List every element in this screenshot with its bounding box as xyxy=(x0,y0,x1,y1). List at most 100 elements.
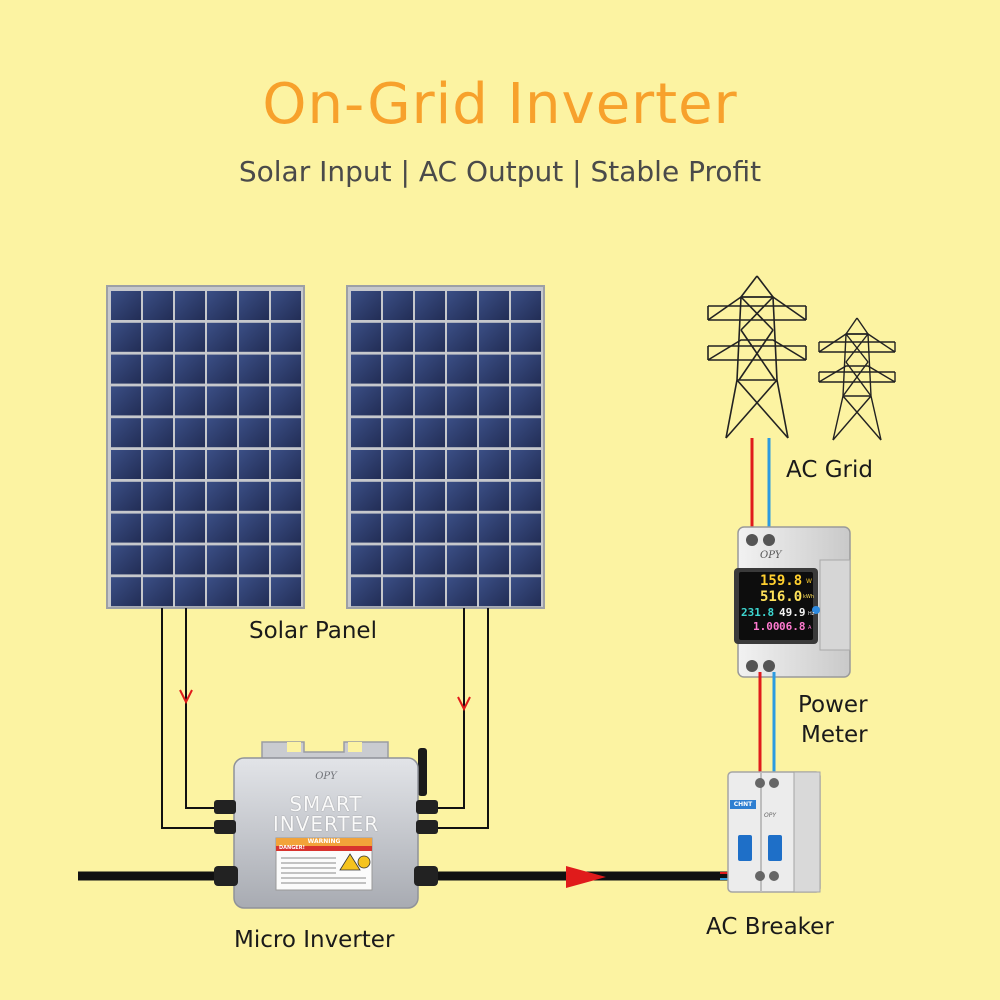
solar-panel-left-cell xyxy=(207,545,237,575)
solar-panel-left-cell xyxy=(143,322,173,352)
solar-panel-right-cell xyxy=(383,513,413,543)
label-ac-grid: AC Grid xyxy=(786,457,873,483)
solar-panel-left-cell xyxy=(175,354,205,384)
solar-panel-right-cell xyxy=(415,322,445,352)
meter-current-value: 06.8 xyxy=(779,620,806,633)
solar-panel-right-cell xyxy=(351,354,381,384)
solar-panel-left-cell xyxy=(239,481,269,511)
label-ac-breaker: AC Breaker xyxy=(706,914,834,940)
solar-panel-right-cell xyxy=(351,513,381,543)
solar-panel-left-cell xyxy=(239,450,269,479)
solar-panel-right-cell xyxy=(447,545,477,575)
solar-panel-right-cell xyxy=(351,481,381,511)
page-title: On-Grid Inverter xyxy=(262,72,738,137)
solar-panel-left-cell xyxy=(239,513,269,543)
solar-panel-left-cell xyxy=(271,291,301,320)
solar-panel-right-cell xyxy=(351,418,381,448)
solar-panel-right-cell xyxy=(447,450,477,479)
solar-panel-left-cell xyxy=(111,386,141,416)
inverter-brand: OPY xyxy=(315,771,337,782)
solar-panel-right-cell xyxy=(415,481,445,511)
solar-panel-right-cell xyxy=(447,291,477,320)
inverter-danger-text: DANGER! xyxy=(279,845,305,851)
label-solar-panel: Solar Panel xyxy=(249,618,377,644)
solar-panel-left-cell xyxy=(239,291,269,320)
solar-panel-left-cell xyxy=(271,322,301,352)
solar-panel-left-cell xyxy=(207,386,237,416)
solar-panel-right-cell xyxy=(351,450,381,479)
solar-panel-left-cell xyxy=(111,450,141,479)
solar-panel-left-cell xyxy=(207,481,237,511)
solar-panel-right-cell xyxy=(479,577,509,607)
solar-panel-right-cell xyxy=(511,577,541,607)
solar-panel-right-cell xyxy=(447,577,477,607)
solar-panel-left-cell xyxy=(271,513,301,543)
solar-panel-right-cell xyxy=(415,291,445,320)
solar-panel-left-cell xyxy=(207,450,237,479)
solar-panel-left-cell xyxy=(143,513,173,543)
inverter-line2: INVERTER xyxy=(272,812,380,836)
solar-panel-right-cell xyxy=(511,450,541,479)
solar-panel-right-cell xyxy=(511,481,541,511)
breaker-brand: CHNT xyxy=(733,801,753,808)
solar-panel-left-cell xyxy=(175,418,205,448)
solar-panel-left-cell xyxy=(111,577,141,607)
solar-panel-left-cell xyxy=(239,322,269,352)
solar-panel-right-cell xyxy=(383,322,413,352)
solar-panel-left-cell xyxy=(207,418,237,448)
solar-panel-right-cell xyxy=(479,450,509,479)
solar-panel-right-cell xyxy=(447,386,477,416)
solar-panel-left-cell xyxy=(143,577,173,607)
solar-panel-right-cell xyxy=(383,577,413,607)
solar-panel-left-cell xyxy=(175,481,205,511)
solar-panel-left-cell xyxy=(207,577,237,607)
solar-panel-left-cell xyxy=(111,291,141,320)
grid-wires xyxy=(750,438,771,540)
solar-panel-left-cell xyxy=(143,386,173,416)
meter-voltage-value: 231.8 xyxy=(741,606,775,619)
solar-panel-right-cell xyxy=(351,577,381,607)
meter-power-unit: W xyxy=(806,578,812,585)
solar-panel-right-cell xyxy=(511,418,541,448)
solar-panel-right-cell xyxy=(447,418,477,448)
solar-panel-left-cell xyxy=(143,354,173,384)
solar-panel-right-cell xyxy=(511,322,541,352)
solar-panel-right-cell xyxy=(479,291,509,320)
breaker-model: OPY xyxy=(764,812,777,819)
solar-panel-right-cell xyxy=(415,354,445,384)
solar-panel-right-cell xyxy=(415,577,445,607)
solar-panel-left-cell xyxy=(111,545,141,575)
solar-panel-left-cell xyxy=(143,291,173,320)
solar-panel-left-cell xyxy=(143,450,173,479)
solar-panel-left-cell xyxy=(271,481,301,511)
solar-panel-left-cell xyxy=(143,481,173,511)
micro-inverter-device xyxy=(214,741,438,909)
solar-panel-left-cell xyxy=(175,322,205,352)
meter-power-value: 159.8 xyxy=(760,573,803,589)
solar-panel-right-cell xyxy=(415,513,445,543)
solar-panel-left-cell xyxy=(175,545,205,575)
solar-panel-right-cell xyxy=(511,545,541,575)
solar-panel-left-cell xyxy=(271,386,301,416)
label-power-meter-line2: Meter xyxy=(801,722,868,748)
meter-energy-unit: kWh xyxy=(803,594,815,600)
solar-panel-right-cell xyxy=(447,354,477,384)
solar-panel-right-cell xyxy=(415,545,445,575)
solar-panel-right-cell xyxy=(383,450,413,479)
meter-frequency-value: 49.9 xyxy=(779,606,806,619)
solar-panel-left-cell xyxy=(271,450,301,479)
solar-panel-left-cell xyxy=(207,513,237,543)
transmission-tower-large xyxy=(707,275,807,439)
solar-panel-left-cell xyxy=(175,291,205,320)
solar-panel-right-cell xyxy=(415,450,445,479)
solar-panel-left-cell xyxy=(207,354,237,384)
meter-frequency-unit: Hz xyxy=(808,611,815,617)
power-meter-device xyxy=(734,526,851,678)
solar-panel-right-cell xyxy=(415,418,445,448)
solar-panel-right-cell xyxy=(479,513,509,543)
solar-panel-right-cell xyxy=(479,386,509,416)
page-subtitle: Solar Input | AC Output | Stable Profit xyxy=(238,155,762,188)
solar-panel-left-cell xyxy=(239,386,269,416)
solar-panel-left-cell xyxy=(111,354,141,384)
solar-panel-left-cell xyxy=(239,577,269,607)
